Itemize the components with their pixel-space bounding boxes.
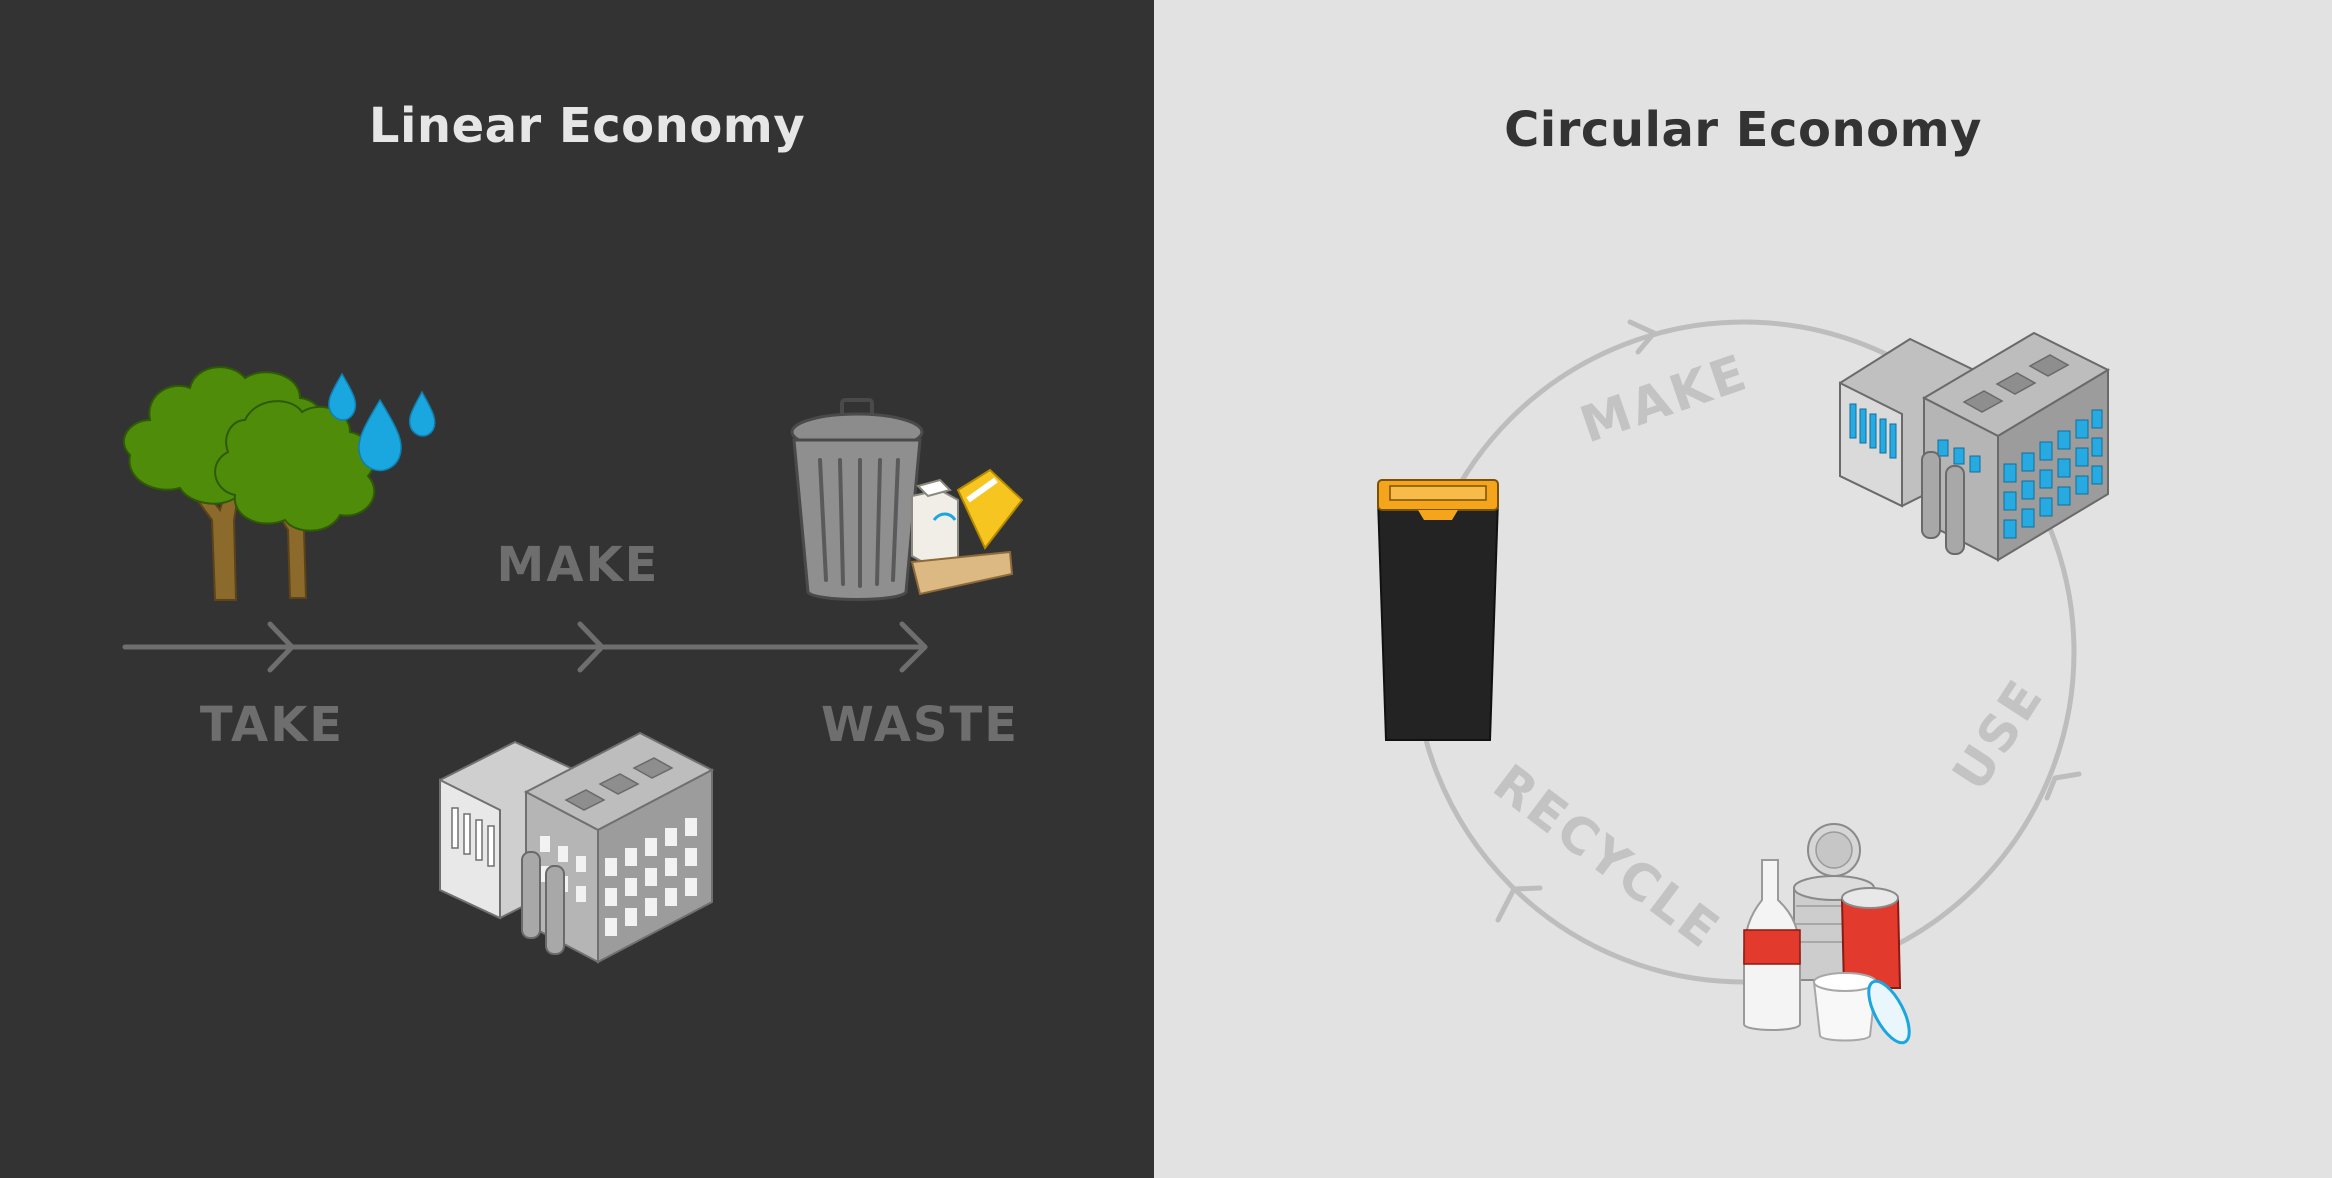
water-drop-icon bbox=[328, 372, 436, 472]
recyclables-icon bbox=[1743, 823, 1911, 1045]
recycle-stage-label: RECYCLE bbox=[1483, 753, 1732, 960]
factory-icon bbox=[1839, 331, 2111, 562]
linear-flow-diagram bbox=[122, 366, 1024, 964]
tree-icon bbox=[123, 366, 376, 601]
trash-can-icon bbox=[790, 398, 1024, 601]
linear-economy-panel: Linear Economy bbox=[0, 0, 1154, 1178]
recycling-bin-icon bbox=[1376, 479, 1500, 741]
linear-flow-arrow bbox=[122, 621, 928, 673]
circular-economy-panel: Circular Economy MAKE USE RECYCLE bbox=[1154, 0, 2332, 1178]
use-stage-label: USE bbox=[1941, 668, 2055, 800]
circular-flow-diagram: MAKE USE RECYCLE bbox=[1376, 319, 2111, 1045]
factory-icon bbox=[439, 731, 715, 964]
take-stage-label: TAKE bbox=[199, 697, 345, 753]
circular-economy-title: Circular Economy bbox=[1504, 102, 1982, 158]
make-stage-label: MAKE bbox=[496, 537, 660, 593]
waste-stage-label: WASTE bbox=[820, 697, 1020, 753]
make-stage-label: MAKE bbox=[1573, 343, 1756, 454]
linear-economy-title: Linear Economy bbox=[368, 98, 806, 154]
